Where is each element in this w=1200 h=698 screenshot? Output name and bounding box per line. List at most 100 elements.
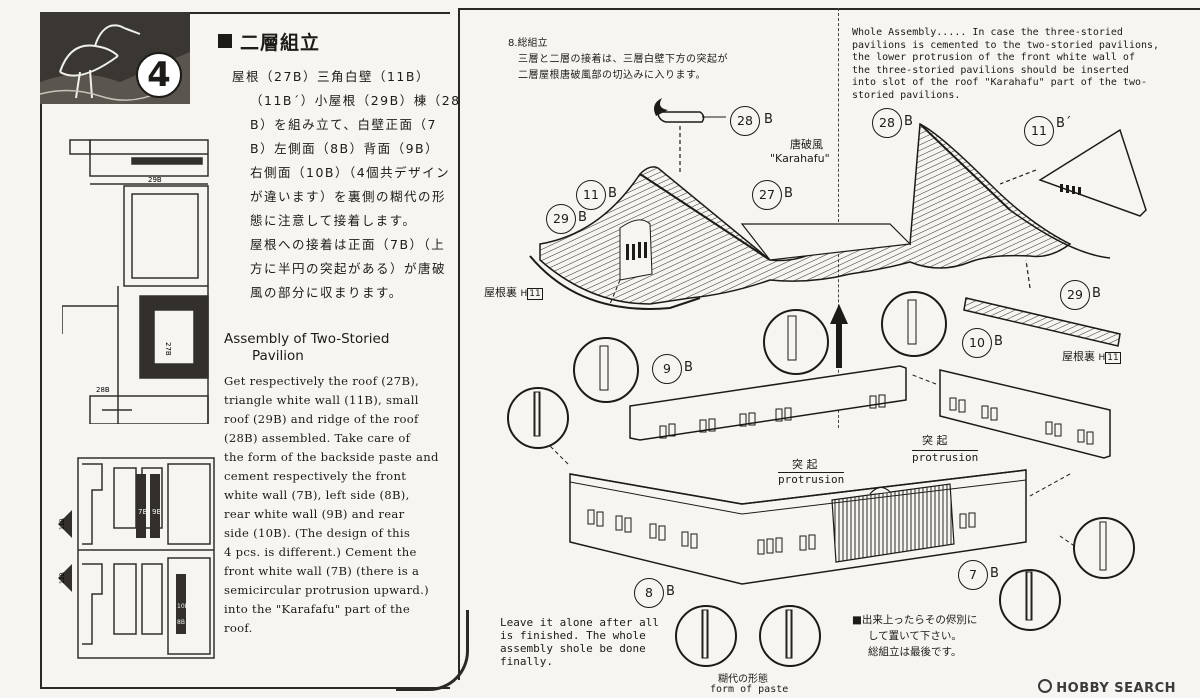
sprue-label: 9B bbox=[152, 508, 161, 516]
en-line: into the "Karafafu" part of the bbox=[224, 602, 410, 616]
en-line: the form of the backside paste and bbox=[224, 450, 439, 464]
jp-line: B）を組み立て、白壁正面（7 bbox=[250, 117, 437, 132]
callout-9: 9 bbox=[652, 354, 682, 384]
jp-line: B）左側面（8B）背面（9B） bbox=[250, 141, 440, 156]
step-number: 4 bbox=[136, 52, 182, 98]
whole-assembly-line: into slot of the roof "Karahafu" part of… bbox=[852, 77, 1148, 88]
en-line: (28B) assembled. Take care of bbox=[224, 431, 411, 445]
callout-b: B bbox=[666, 584, 675, 599]
callout-29: 29 bbox=[1060, 280, 1090, 310]
jp-line: 方に半円の突起がある）が唐破 bbox=[250, 261, 447, 276]
sprue-label: 10B bbox=[177, 603, 189, 610]
jp-note-line: して置いて下さい。 bbox=[868, 630, 962, 642]
jp-note-line: 総組立は最後です。 bbox=[868, 646, 962, 658]
left-panel bbox=[40, 12, 450, 689]
en-line: roof. bbox=[224, 621, 253, 635]
leave-note-line: assembly shole be done bbox=[500, 642, 646, 655]
leave-note-line: finally. bbox=[500, 655, 553, 668]
en-line: front white wall (7B) (there is a bbox=[224, 564, 420, 578]
jp-line: 屋根（27B）三角白壁（11B） bbox=[232, 69, 430, 84]
detail-circle bbox=[999, 569, 1061, 631]
callout-b: B bbox=[904, 114, 913, 129]
roof-back-code: H bbox=[520, 289, 528, 299]
whole-assembly-text: Whole Assembly..... In case the three-st… bbox=[852, 27, 1159, 102]
up-arrow-icon bbox=[830, 304, 848, 368]
sprue-label: 7B bbox=[138, 508, 147, 516]
en-line: semicircular protrusion upward.) bbox=[224, 583, 429, 597]
leave-note-line: Leave it alone after all bbox=[500, 616, 659, 629]
roof-part bbox=[529, 122, 1111, 310]
step8-jp: 三層と二層の接着は、三層白壁下方の突起が bbox=[518, 54, 728, 65]
detail-circle bbox=[573, 337, 639, 403]
jp-line: 右側面（10B）（4個共デザイン bbox=[250, 165, 451, 180]
section-heading-text: 二層組立 bbox=[240, 32, 321, 54]
right-wall-part bbox=[939, 369, 1111, 459]
section-heading: 二層組立 bbox=[218, 28, 320, 55]
sprue-label: 11B bbox=[59, 572, 66, 584]
callout-b: B bbox=[1092, 286, 1101, 301]
detail-circle bbox=[1073, 517, 1135, 579]
watermark-text: HOBBY SEARCH bbox=[1056, 681, 1176, 696]
whole-assembly-line: Whole Assembly..... In case the three-st… bbox=[852, 27, 1123, 38]
detail-circles bbox=[507, 291, 1135, 667]
roof-back-code: H bbox=[1098, 353, 1106, 363]
panel-corner-curve bbox=[396, 610, 469, 691]
callout-b: B bbox=[764, 112, 773, 127]
paste-en-label: form of paste bbox=[710, 684, 789, 695]
dashed-divider bbox=[838, 8, 839, 428]
jp-final-note: ■出来上ったらその侭別に して置いて下さい。 総組立は最後です。 bbox=[852, 612, 977, 660]
roof-back-text: 屋根裏 bbox=[484, 286, 517, 299]
paste-jp-label: 糊代の形態 bbox=[718, 674, 768, 685]
jp-line: 態に注意して接着します。 bbox=[250, 213, 417, 228]
sprue-label: 11B bbox=[59, 518, 66, 530]
right-panel bbox=[458, 8, 1200, 680]
en-line: 4 pcs. is different.) Cement the bbox=[224, 545, 417, 559]
triangle-wall-part bbox=[999, 128, 1147, 217]
ridge-part bbox=[654, 98, 726, 174]
callout-7: 7 bbox=[958, 560, 988, 590]
en-line: roof (29B) and ridge of the roof bbox=[224, 412, 419, 426]
logo-icon bbox=[1038, 679, 1053, 693]
roof-back-num: 11 bbox=[527, 288, 543, 300]
en-title-line: Pavilion bbox=[252, 348, 304, 364]
whole-assembly-line: storied pavilions. bbox=[852, 89, 961, 101]
callout-b: B bbox=[784, 186, 793, 201]
en-line: Get respectively the roof (27B), bbox=[224, 374, 420, 388]
callout-28: 28 bbox=[872, 108, 902, 138]
callout-10: 10 bbox=[962, 328, 992, 358]
whole-assembly-line: the three-storied pavilions should be in… bbox=[852, 64, 1129, 76]
en-title: Assembly of Two-Storied Pavilion bbox=[224, 331, 389, 365]
protrusion-jp-label: 突 起 bbox=[792, 458, 818, 471]
callout-b: B bbox=[608, 186, 617, 201]
whole-assembly-line: the lower protrusion of the front white … bbox=[852, 52, 1135, 63]
callout-11: 11 bbox=[1024, 116, 1054, 146]
callout-29: 29 bbox=[546, 204, 576, 234]
en-line: side (10B). (The design of this bbox=[224, 526, 411, 540]
callout-11: 11 bbox=[576, 180, 606, 210]
karahafu-jp-label: 唐破風 bbox=[790, 138, 823, 151]
jp-line: 屋根への接着は正面（7B）（上 bbox=[250, 237, 446, 252]
en-line: triangle white wall (11B), small bbox=[224, 393, 419, 407]
whole-assembly-line: pavilions is cemented to the two-storied… bbox=[852, 39, 1160, 51]
detail-circle bbox=[763, 309, 829, 375]
watermark: HOBBY SEARCH bbox=[1038, 679, 1176, 696]
protrusion-en-label: protrusion bbox=[912, 450, 979, 464]
sprue-label: 29B bbox=[148, 176, 162, 184]
sprue-label: 8B bbox=[177, 619, 185, 626]
leave-note: Leave it alone after all is finished. Th… bbox=[500, 616, 659, 668]
roof-back-text: 屋根裏 bbox=[1062, 350, 1095, 363]
karahafu-en-label: "Karahafu" bbox=[770, 152, 830, 165]
rear-wall-part bbox=[629, 365, 907, 441]
detail-circle bbox=[881, 291, 947, 357]
leave-note-line: is finished. The whole bbox=[500, 629, 646, 642]
callout-28: 28 bbox=[730, 106, 760, 136]
sprue-label: 28B bbox=[96, 386, 110, 394]
en-line: cement respectively the front bbox=[224, 469, 407, 483]
guide-lines bbox=[547, 279, 1087, 555]
protrusion-en-label: protrusion bbox=[778, 472, 845, 486]
jp-line: が違います）を裏側の糊代の形 bbox=[250, 189, 447, 204]
callout-8: 8 bbox=[634, 578, 664, 608]
small-roof-part bbox=[963, 259, 1121, 347]
